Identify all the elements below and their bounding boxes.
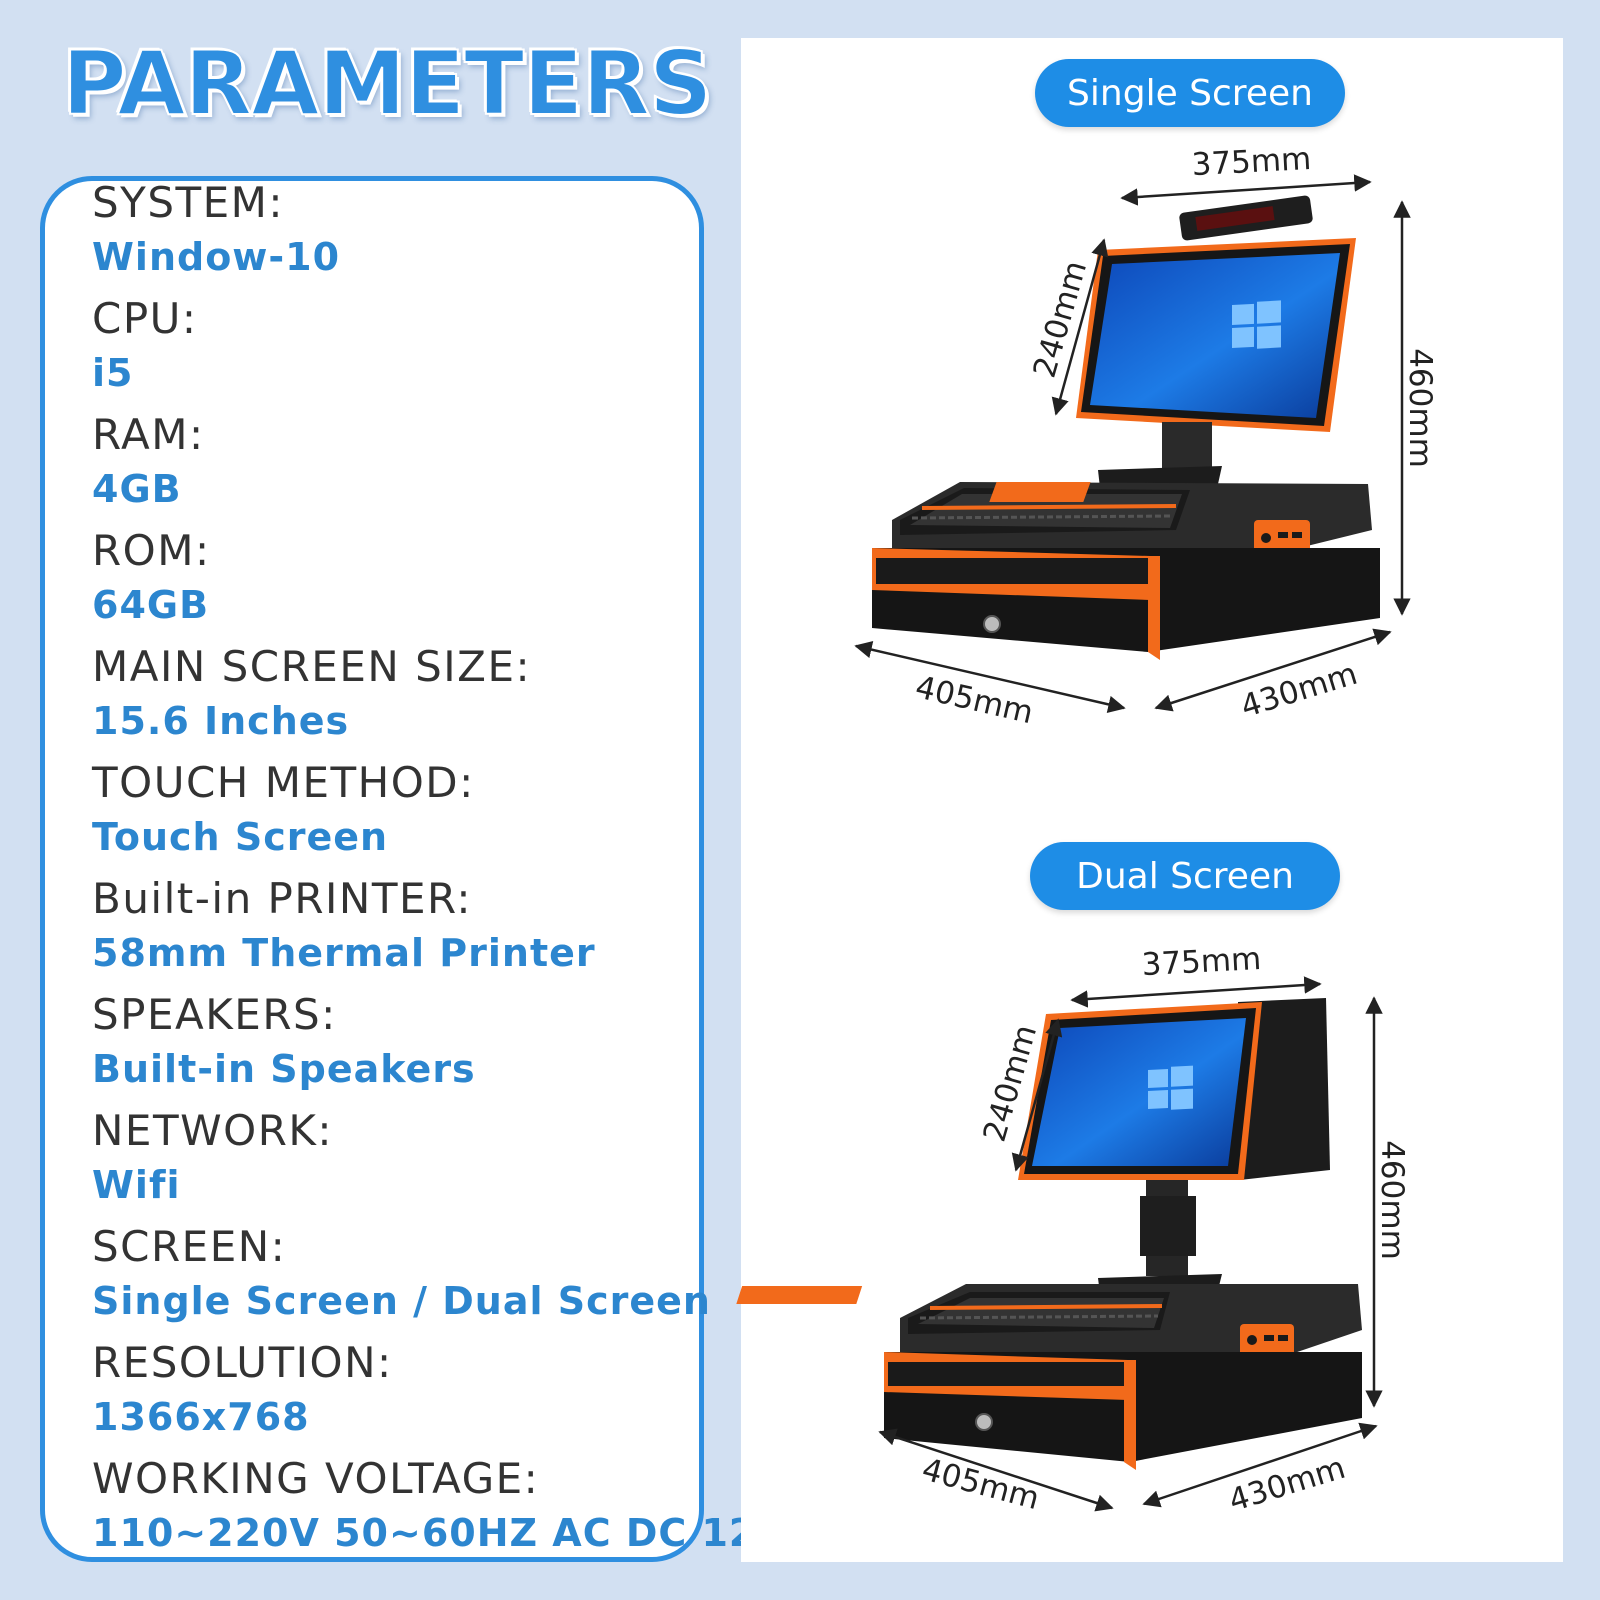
single-width-label: 375mm: [1191, 141, 1312, 183]
spec-label: CPU:: [92, 294, 198, 343]
single-screen-badge: Single Screen: [1035, 59, 1345, 127]
dual-height-label: 460mm: [1374, 1140, 1410, 1260]
spec-value: Single Screen / Dual Screen: [92, 1279, 711, 1323]
dual-length-label: 430mm: [1225, 1450, 1350, 1519]
page-title: PARAMETERS: [61, 32, 713, 135]
single-height-label: 460mm: [1402, 348, 1438, 468]
keyboard: [910, 494, 1182, 528]
spec-label: NETWORK:: [92, 1106, 334, 1155]
spec-network: NETWORK: Wifi: [92, 1106, 812, 1222]
spec-label: ROM:: [92, 526, 211, 575]
spec-printer: Built-in PRINTER: 58mm Thermal Printer: [92, 874, 812, 990]
spec-label: SPEAKERS:: [92, 990, 337, 1039]
spec-label: RAM:: [92, 410, 205, 459]
spec-system: SYSTEM: Window-10: [92, 178, 812, 294]
spec-value: 4GB: [92, 467, 182, 511]
dual-screen-badge: Dual Screen: [1030, 842, 1340, 910]
spec-value: 64GB: [92, 583, 210, 627]
spec-label: SCREEN:: [92, 1222, 287, 1271]
windows-logo-icon: [1232, 300, 1281, 349]
spec-cpu: CPU: i5: [92, 294, 812, 410]
single-depth-label: 405mm: [912, 669, 1037, 731]
dual-screen-device: [736, 998, 1362, 1470]
spec-value: i5: [92, 351, 134, 395]
spec-working-voltage: WORKING VOLTAGE: 110~220V 50~60HZ AC DC …: [92, 1454, 812, 1570]
lock-icon: [983, 615, 1001, 633]
spec-label: Built-in PRINTER:: [92, 874, 473, 923]
dual-dimension-lines: [878, 976, 1383, 1512]
spec-main-screen-size: MAIN SCREEN SIZE: 15.6 Inches: [92, 642, 812, 758]
spec-touch-method: TOUCH METHOD: Touch Screen: [92, 758, 812, 874]
single-dimension-lines: [854, 174, 1411, 713]
spec-value: 58mm Thermal Printer: [92, 931, 596, 975]
spec-value: Built-in Speakers: [92, 1047, 476, 1091]
spec-ram: RAM: 4GB: [92, 410, 812, 526]
spec-label: WORKING VOLTAGE:: [92, 1454, 540, 1503]
single-length-label: 430mm: [1237, 656, 1362, 725]
spec-label: TOUCH METHOD:: [92, 758, 475, 807]
dual-width-label: 375mm: [1141, 941, 1262, 983]
spec-label: SYSTEM:: [92, 178, 285, 227]
windows-logo-icon: [1148, 1065, 1193, 1110]
spec-value: Wifi: [92, 1163, 181, 1207]
spec-rom: ROM: 64GB: [92, 526, 812, 642]
spec-value: Touch Screen: [92, 815, 389, 859]
lock-icon: [975, 1413, 993, 1431]
single-screen-device: [872, 195, 1380, 660]
spec-speakers: SPEAKERS: Built-in Speakers: [92, 990, 812, 1106]
spec-screen: SCREEN: Single Screen / Dual Screen: [92, 1222, 812, 1338]
spec-value: 15.6 Inches: [92, 699, 350, 743]
spec-value: 1366x768: [92, 1395, 310, 1439]
spec-value: Window-10: [92, 235, 341, 279]
spec-list: SYSTEM: Window-10 CPU: i5 RAM: 4GB ROM: …: [92, 178, 812, 1570]
spec-resolution: RESOLUTION: 1366x768: [92, 1338, 812, 1454]
spec-value: 110~220V 50~60HZ AC DC 12V: [92, 1511, 787, 1555]
keyboard: [918, 1298, 1164, 1328]
spec-label: RESOLUTION:: [92, 1338, 393, 1387]
dual-depth-label: 405mm: [918, 1451, 1043, 1517]
spec-panel: [40, 176, 704, 1562]
spec-label: MAIN SCREEN SIZE:: [92, 642, 532, 691]
